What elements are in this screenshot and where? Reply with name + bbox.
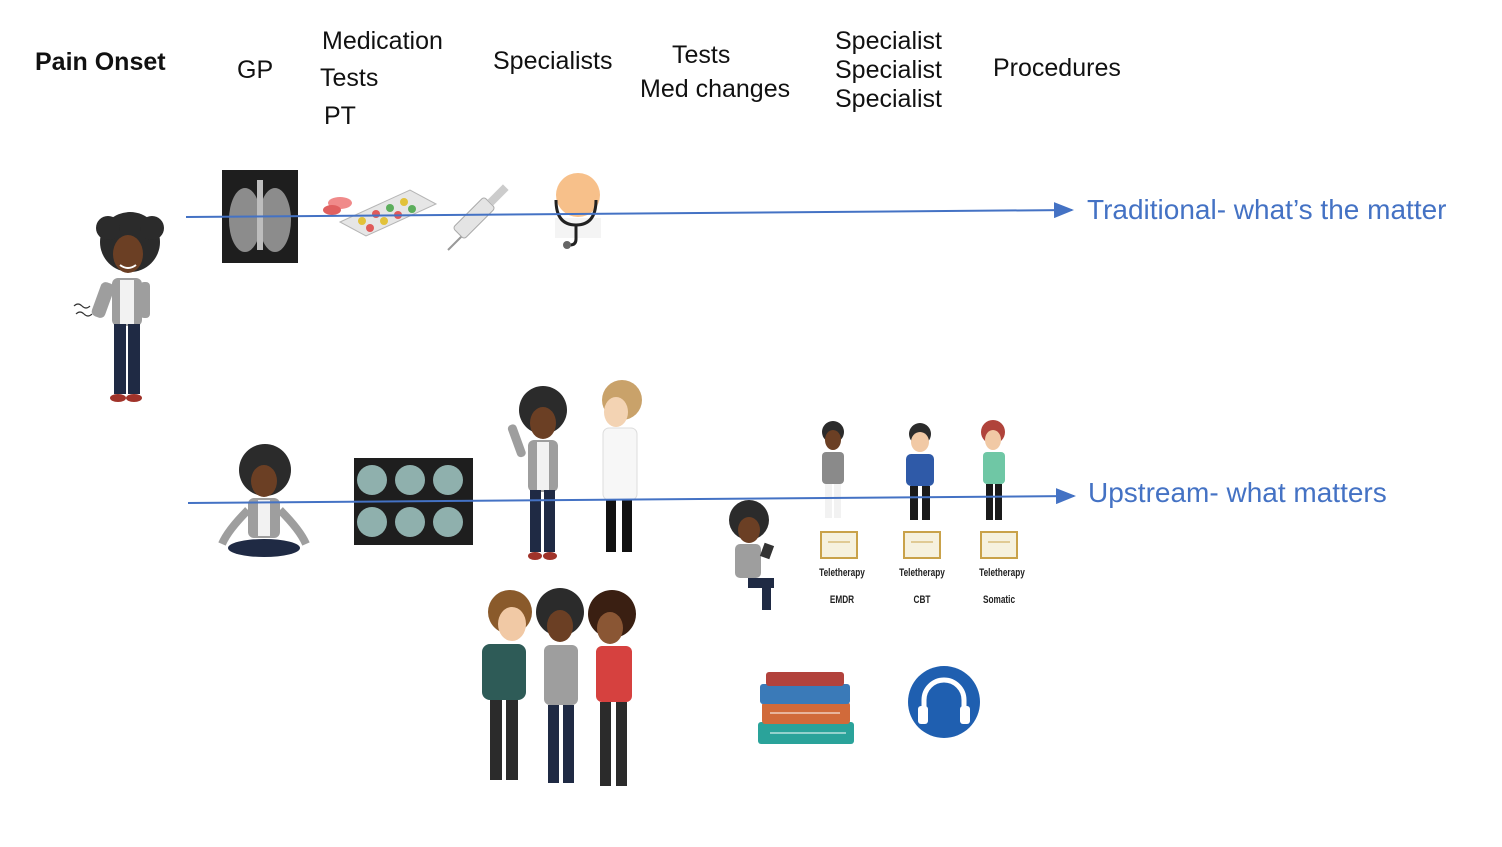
- certificate-emdr-icon: [820, 531, 858, 559]
- header-pain-onset: Pain Onset: [35, 48, 166, 76]
- medication-pills-icon: [323, 189, 438, 237]
- header-specialists: Specialists: [493, 47, 613, 75]
- certificate-cbt-icon: [903, 531, 941, 559]
- upstream-path-arrow: [187, 488, 1076, 505]
- header-specialist-3: Specialist: [835, 85, 942, 113]
- therapy-type-cbt: CBT: [913, 594, 931, 606]
- therapist-somatic-icon: [981, 420, 1005, 520]
- woman-with-tablet-icon: [729, 500, 775, 610]
- header-med-changes: Med changes: [640, 75, 791, 103]
- therapy-type-emdr: EMDR: [829, 594, 855, 606]
- meditating-woman-icon: [218, 444, 310, 557]
- therapist-cbt-icon: [906, 423, 934, 520]
- header-gp: GP: [237, 56, 274, 84]
- header-tests-2: Tests: [672, 41, 731, 69]
- doctor-stethoscope-icon: [554, 173, 601, 249]
- header-specialist-1: Specialist: [835, 27, 942, 55]
- header-procedures: Procedures: [993, 54, 1121, 82]
- therapy-title-emdr: Teletherapy: [819, 567, 865, 579]
- therapy-type-somatic: Somatic: [982, 594, 1016, 606]
- header-pt: PT: [324, 102, 356, 130]
- patient-on-phone-icon: [507, 386, 567, 560]
- headphones-icon: [908, 666, 980, 738]
- therapy-title-somatic: Teletherapy: [979, 567, 1025, 579]
- peer-support-group-icon: [482, 588, 636, 786]
- syringe-icon: [447, 184, 509, 251]
- header-specialist-2: Specialist: [835, 56, 942, 84]
- woman-in-pain-icon: [73, 212, 164, 402]
- chest-xray-icon: [222, 170, 298, 263]
- traditional-path-arrow: [185, 202, 1074, 219]
- books-icon: [758, 672, 854, 744]
- certificate-somatic-icon: [980, 531, 1018, 559]
- therapist-emdr-icon: [822, 421, 844, 518]
- header-tests: Tests: [320, 64, 379, 92]
- header-medication: Medication: [322, 27, 443, 55]
- traditional-path-label: Traditional- what’s the matter: [1087, 194, 1447, 225]
- therapy-title-cbt: Teletherapy: [899, 567, 945, 579]
- upstream-path-label: Upstream- what matters: [1088, 477, 1387, 508]
- doctor-on-phone-icon: [602, 380, 642, 552]
